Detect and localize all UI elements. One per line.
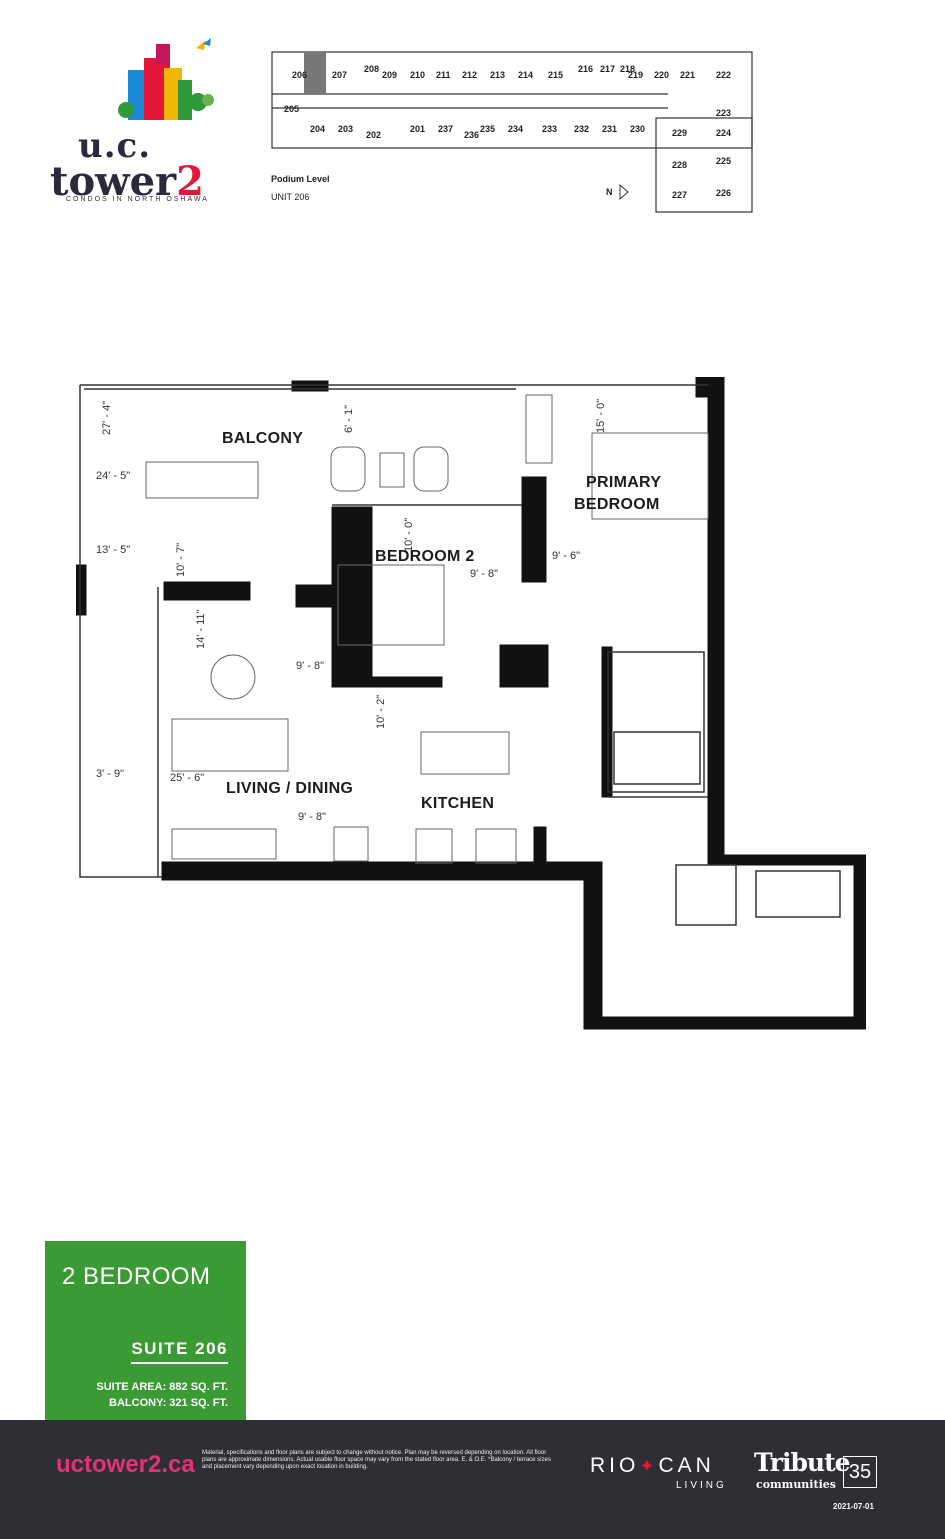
keyplan-unit-206: 206	[292, 70, 307, 80]
keyplan-unit-202: 202	[366, 130, 381, 140]
website-link[interactable]: uctower2.ca	[56, 1451, 195, 1478]
north-label: N	[606, 187, 613, 197]
keyplan-unit-232: 232	[574, 124, 589, 134]
keyplan-unit-234: 234	[508, 124, 523, 134]
room-label-living: LIVING / DINING	[226, 780, 353, 797]
keyplan-unit-207: 207	[332, 70, 347, 80]
keyplan-unit-208: 208	[364, 64, 379, 74]
keyplan-unit-219: 219	[628, 70, 643, 80]
keyplan-unit-225: 225	[716, 156, 731, 166]
keyplan-unit-215: 215	[548, 70, 563, 80]
project-logo: u.c. tower2 CONDOS IN NORTH OSHAWA	[48, 30, 218, 210]
north-arrow-icon	[619, 184, 629, 200]
keyplan-unit-203: 203	[338, 124, 353, 134]
floor-plan: BALCONY BEDROOM 2 PRIMARY BEDROOM LIVING…	[76, 377, 866, 1030]
keyplan-unit-218: 218	[620, 64, 635, 74]
keyplan-unit-227: 227	[672, 190, 687, 200]
keyplan-unit-213: 213	[490, 70, 505, 80]
dim-living-tv: 14' - 11"	[195, 609, 207, 649]
dim-living-window: 13' - 5"	[96, 544, 130, 556]
keyplan-unit-224: 224	[716, 128, 731, 138]
room-label-bedroom2: BEDROOM 2	[375, 548, 475, 565]
maple-leaf-icon: ✦	[639, 1456, 659, 1476]
riocan-logo: RIO✦CAN	[590, 1454, 715, 1477]
dim-bedroom2-depth: 10' - 0"	[403, 518, 415, 552]
dim-kitchen-depth: 10' - 2"	[375, 695, 387, 729]
logo-line1: u.c.	[78, 126, 152, 166]
keyplan-unit-237: 237	[438, 124, 453, 134]
tribute-logo: Tribute	[754, 1448, 851, 1477]
logo-tagline: CONDOS IN NORTH OSHAWA	[66, 196, 209, 203]
suite-areas: SUITE AREA: 882 SQ. FT. BALCONY: 321 SQ.…	[96, 1379, 228, 1411]
keyplan-unit-230: 230	[630, 124, 645, 134]
keyplan-unit-221: 221	[680, 70, 695, 80]
dim-living-width: 9' - 8"	[296, 660, 324, 672]
disclaimer: Material, specifications and floor plans…	[202, 1450, 551, 1470]
keyplan-unit-201: 201	[410, 124, 425, 134]
highlighted-unit	[304, 52, 326, 94]
suite-info-box: 2 BEDROOM SUITE 206 SUITE AREA: 882 SQ. …	[45, 1241, 246, 1420]
room-label-balcony: BALCONY	[222, 430, 303, 447]
tribute-communities: communities	[756, 1478, 836, 1491]
dim-balcony-width: 24' - 5"	[96, 470, 130, 482]
dim-primary-length: 15' - 0"	[595, 399, 607, 433]
keyplan-unit-233: 233	[542, 124, 557, 134]
anniversary-badge: 35	[843, 1456, 877, 1488]
keyplan-unit-228: 228	[672, 160, 687, 170]
keyplan-unit-236: 236	[464, 130, 479, 140]
room-label-kitchen: KITCHEN	[421, 795, 494, 812]
keyplan-unit-220: 220	[654, 70, 669, 80]
footer: uctower2.ca Material, specifications and…	[0, 1420, 945, 1539]
tower-graphic-icon	[118, 38, 214, 120]
suite-type: 2 BEDROOM	[62, 1263, 211, 1290]
keyplan-unit: UNIT 206	[271, 192, 310, 202]
keyplan-unit-235: 235	[480, 124, 495, 134]
keyplan-unit-205: 205	[284, 104, 299, 114]
riocan-living: LIVING	[676, 1480, 727, 1491]
dim-balcony-side: 3' - 9"	[96, 768, 124, 780]
keyplan-level: Podium Level	[271, 174, 330, 184]
balcony-area: BALCONY: 321 SQ. FT.	[109, 1397, 228, 1409]
dim-balcony-chair: 6' - 1"	[343, 405, 355, 433]
keyplan-unit-231: 231	[602, 124, 617, 134]
north-indicator: N	[606, 184, 629, 200]
keyplan-unit-210: 210	[410, 70, 425, 80]
keyplan-unit-211: 211	[436, 70, 451, 80]
dim-balcony-depth: 27' - 4"	[101, 401, 113, 435]
room-label-primary-2: BEDROOM	[574, 496, 660, 513]
suite-number: SUITE 206	[131, 1339, 228, 1364]
dim-living-depth: 10' - 7"	[175, 543, 187, 577]
keyplan-unit-223: 223	[716, 108, 731, 118]
keyplan-unit-216: 216	[578, 64, 593, 74]
suite-area: SUITE AREA: 882 SQ. FT.	[96, 1381, 228, 1393]
keyplan-unit-212: 212	[462, 70, 477, 80]
dim-kitchen-width: 9' - 8"	[298, 811, 326, 823]
keyplan-unit-214: 214	[518, 70, 533, 80]
dim-bedroom2-width: 9' - 8"	[470, 568, 498, 580]
dim-living-length: 25' - 6"	[170, 772, 204, 784]
room-label-primary-1: PRIMARY	[586, 474, 661, 491]
keyplan-unit-222: 222	[716, 70, 731, 80]
dim-primary-width: 9' - 6"	[552, 550, 580, 562]
keyplan-unit-209: 209	[382, 70, 397, 80]
keyplan-unit-229: 229	[672, 128, 687, 138]
plan-date: 2021-07-01	[833, 1502, 874, 1511]
keyplan-unit-217: 217	[600, 64, 615, 74]
keyplan-unit-204: 204	[310, 124, 325, 134]
keyplan-unit-226: 226	[716, 188, 731, 198]
logo-number: 2	[176, 158, 204, 205]
logo-line2: tower	[50, 158, 177, 205]
